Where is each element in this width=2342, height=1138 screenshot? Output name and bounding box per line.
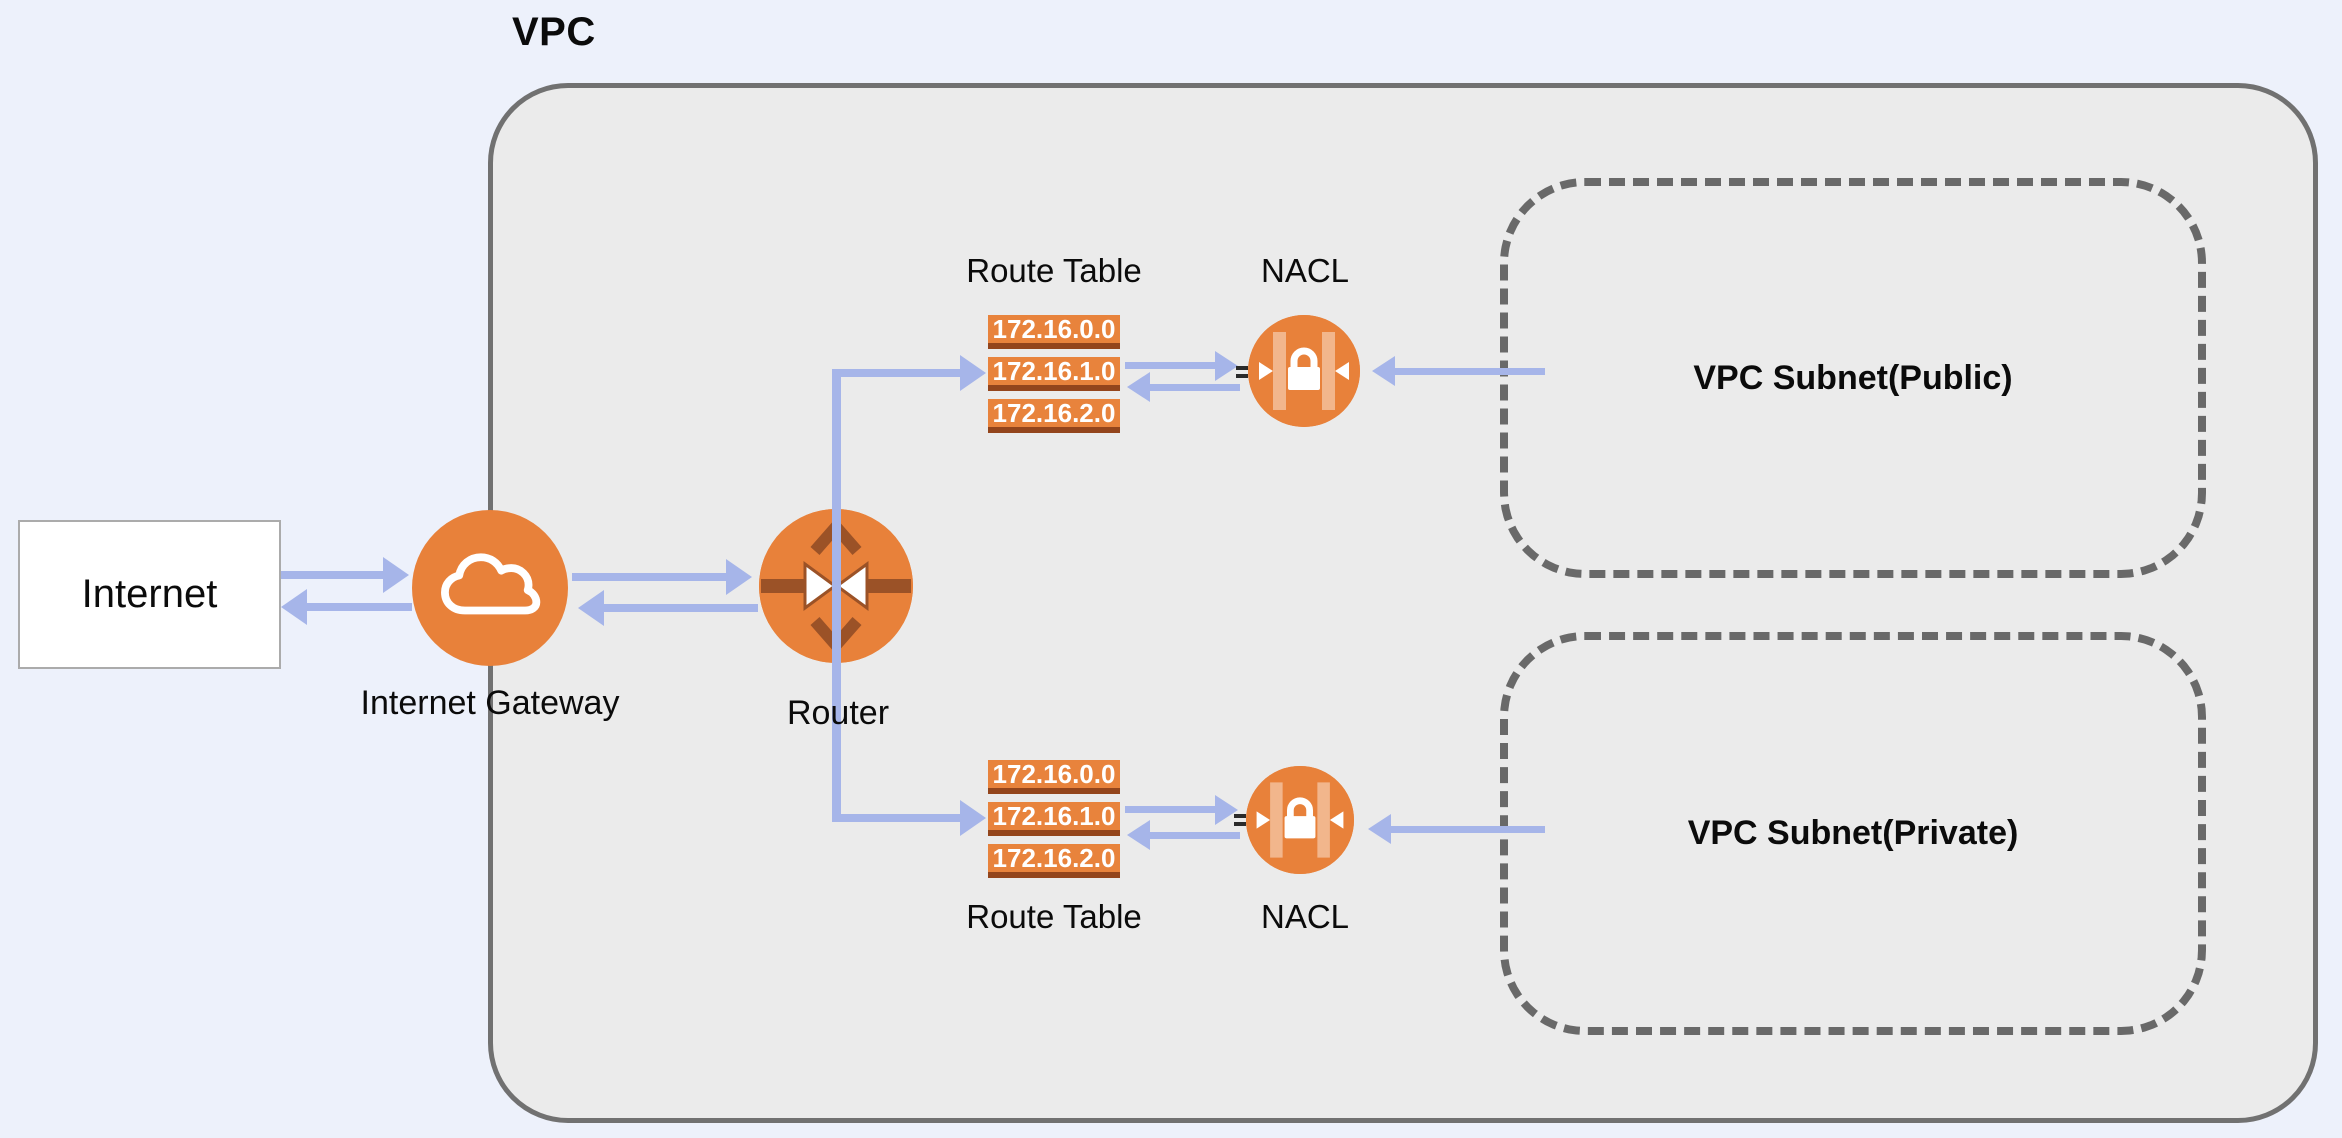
route-table-bottom-title: Route Table (966, 898, 1142, 935)
arrow-gateway-to-router-head (726, 559, 752, 595)
route-entry: 172.16.2.0 (988, 398, 1120, 433)
equals-mark-bottom (1234, 810, 1246, 830)
arrow-router-to-gateway-shaft (604, 604, 758, 612)
arrow-top-nacl-to-rt-head (1127, 372, 1150, 402)
vpc-subnet-public-box: VPC Subnet(Public) (1500, 178, 2206, 578)
vpc-subnet-private-label: VPC Subnet(Private) (1687, 814, 2019, 852)
arrow-top-rt-to-nacl-head (1215, 351, 1238, 381)
arrow-gateway-to-internet-shaft (307, 603, 412, 611)
route-entry: 172.16.1.0 (988, 356, 1120, 391)
nacl-bottom-node (1246, 766, 1354, 874)
nacl-lock-icon (1246, 766, 1354, 874)
arrow-bottom-rt-to-nacl-shaft (1125, 806, 1217, 813)
arrow-top-rt-to-nacl-shaft (1125, 362, 1217, 369)
nacl-top-title: NACL (1260, 252, 1350, 289)
vpc-label: VPC (512, 10, 596, 54)
arrow-internet-to-gateway-shaft (281, 571, 383, 579)
route-table-bottom: 172.16.0.0 172.16.1.0 172.16.2.0 (988, 759, 1120, 886)
arrow-bottom-nacl-to-rt-head (1127, 820, 1150, 850)
arrow-gateway-to-internet-head (281, 589, 307, 625)
arrow-public-subnet-to-nacl-shaft (1393, 368, 1545, 375)
arrow-router-to-top-route-table-head (960, 355, 986, 391)
route-entry: 172.16.2.0 (988, 843, 1120, 878)
arrow-public-subnet-to-nacl-head (1372, 356, 1395, 386)
vpc-subnet-public-label: VPC Subnet(Public) (1693, 358, 2013, 397)
route-table-top: 172.16.0.0 172.16.1.0 172.16.2.0 (988, 314, 1120, 441)
arrow-top-nacl-to-rt-shaft (1148, 384, 1240, 391)
route-entry: 172.16.0.0 (988, 314, 1120, 349)
arrow-router-to-gateway-head (578, 590, 604, 626)
nacl-top-node (1248, 315, 1360, 427)
internet-gateway-label: Internet Gateway (360, 684, 620, 722)
route-table-top-title: Route Table (966, 252, 1142, 289)
arrow-internet-to-gateway-head (383, 557, 409, 593)
arrow-bottom-rt-to-nacl-head (1215, 795, 1238, 825)
arrow-gateway-to-router-shaft (572, 573, 726, 581)
cloud-icon (441, 553, 541, 615)
arrow-private-subnet-to-nacl-head (1368, 814, 1391, 844)
nacl-bottom-title: NACL (1260, 898, 1350, 935)
internet-label: Internet (81, 572, 218, 616)
arrow-router-to-bottom-route-table-shaft (832, 814, 962, 822)
route-entry: 172.16.0.0 (988, 759, 1120, 794)
router-trunk-line (832, 369, 841, 822)
router-label: Router (786, 694, 890, 732)
router-arrows-icon (759, 509, 913, 663)
equals-mark-top (1236, 362, 1248, 382)
arrow-private-subnet-to-nacl-shaft (1389, 826, 1545, 833)
vpc-subnet-private-box: VPC Subnet(Private) (1500, 632, 2206, 1035)
route-entry: 172.16.1.0 (988, 801, 1120, 836)
arrow-bottom-nacl-to-rt-shaft (1148, 832, 1240, 839)
arrow-router-to-top-route-table-shaft (832, 369, 962, 377)
nacl-lock-icon (1248, 315, 1360, 427)
internet-node: Internet (18, 520, 281, 669)
arrow-router-to-bottom-route-table-head (960, 800, 986, 836)
internet-gateway-node (412, 510, 568, 666)
